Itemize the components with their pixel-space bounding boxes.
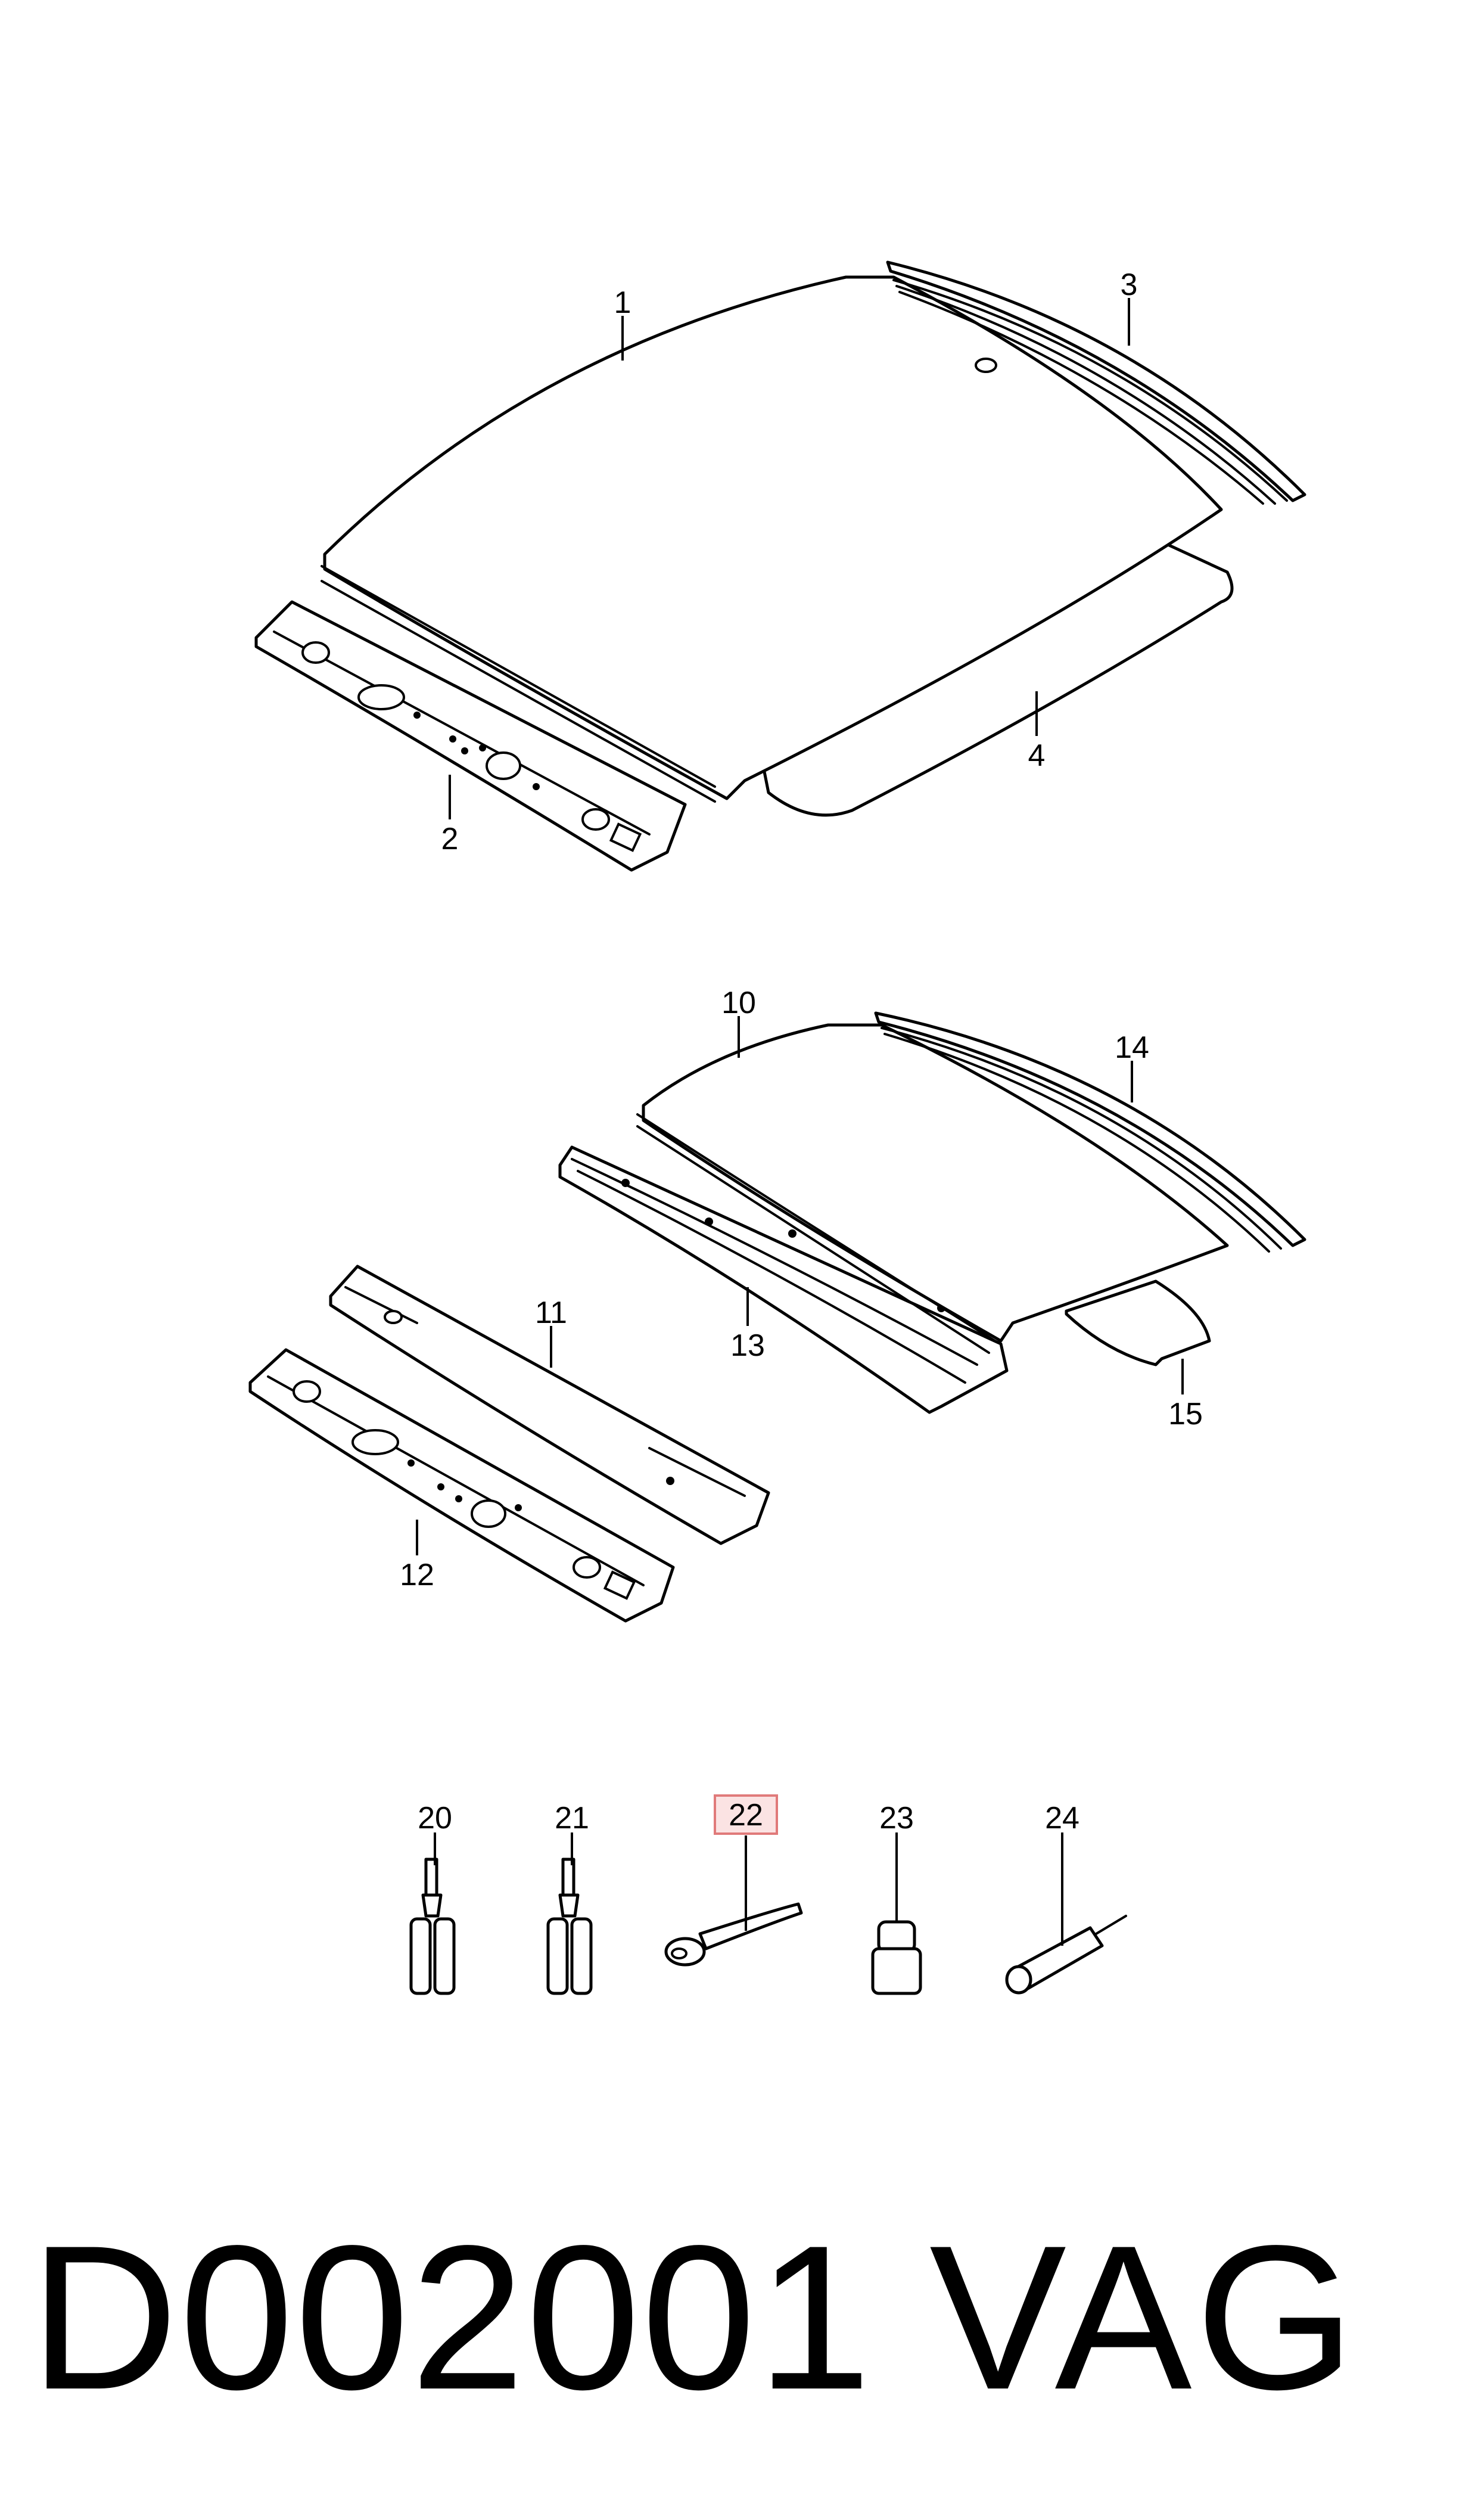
part-24-tube xyxy=(1005,1915,1127,1995)
callout-3[interactable]: 3 xyxy=(1121,268,1138,302)
part-3-roof-seal xyxy=(886,260,1306,505)
callout-22-highlight xyxy=(714,1794,778,1835)
part-23-bottle xyxy=(871,1920,922,1995)
part-15-headliner xyxy=(1065,1279,1211,1366)
callout-14[interactable]: 14 xyxy=(1115,1030,1149,1065)
diagram-code: D002001 xyxy=(30,2203,873,2433)
callout-2[interactable]: 2 xyxy=(441,822,459,856)
callout-13[interactable]: 13 xyxy=(730,1328,765,1363)
part-10-roof-panel xyxy=(636,1023,1229,1354)
callout-15[interactable]: 15 xyxy=(1168,1397,1203,1431)
part-13-rear-cross-member xyxy=(558,1145,1009,1414)
part-22-hose xyxy=(664,1902,803,1967)
part-11-front-inner-member xyxy=(329,1265,770,1545)
callout-21[interactable]: 21 xyxy=(555,1801,589,1835)
callout-22[interactable]: 22 xyxy=(729,1798,763,1832)
part-2-front-cross-member xyxy=(254,600,687,872)
callout-24[interactable]: 24 xyxy=(1045,1801,1079,1835)
footer: D002001 VAG xyxy=(0,2205,1484,2431)
callout-12[interactable]: 12 xyxy=(400,1558,434,1592)
callout-23[interactable]: 23 xyxy=(879,1801,914,1835)
part-20-cartridge xyxy=(409,1858,456,1995)
callout-11[interactable]: 11 xyxy=(535,1296,567,1330)
part-12-front-cross-member xyxy=(248,1348,675,1623)
part-14-roof-seal xyxy=(874,1011,1306,1253)
callout-4[interactable]: 4 xyxy=(1028,738,1046,773)
part-21-cartridge xyxy=(546,1858,593,1995)
brand-label: VAG xyxy=(929,2203,1359,2433)
callout-10[interactable]: 10 xyxy=(721,986,756,1020)
leader-lines xyxy=(416,298,1184,1946)
part-1-roof-panel xyxy=(321,275,1223,803)
callout-1[interactable]: 1 xyxy=(614,285,631,320)
callout-20[interactable]: 20 xyxy=(418,1801,452,1835)
